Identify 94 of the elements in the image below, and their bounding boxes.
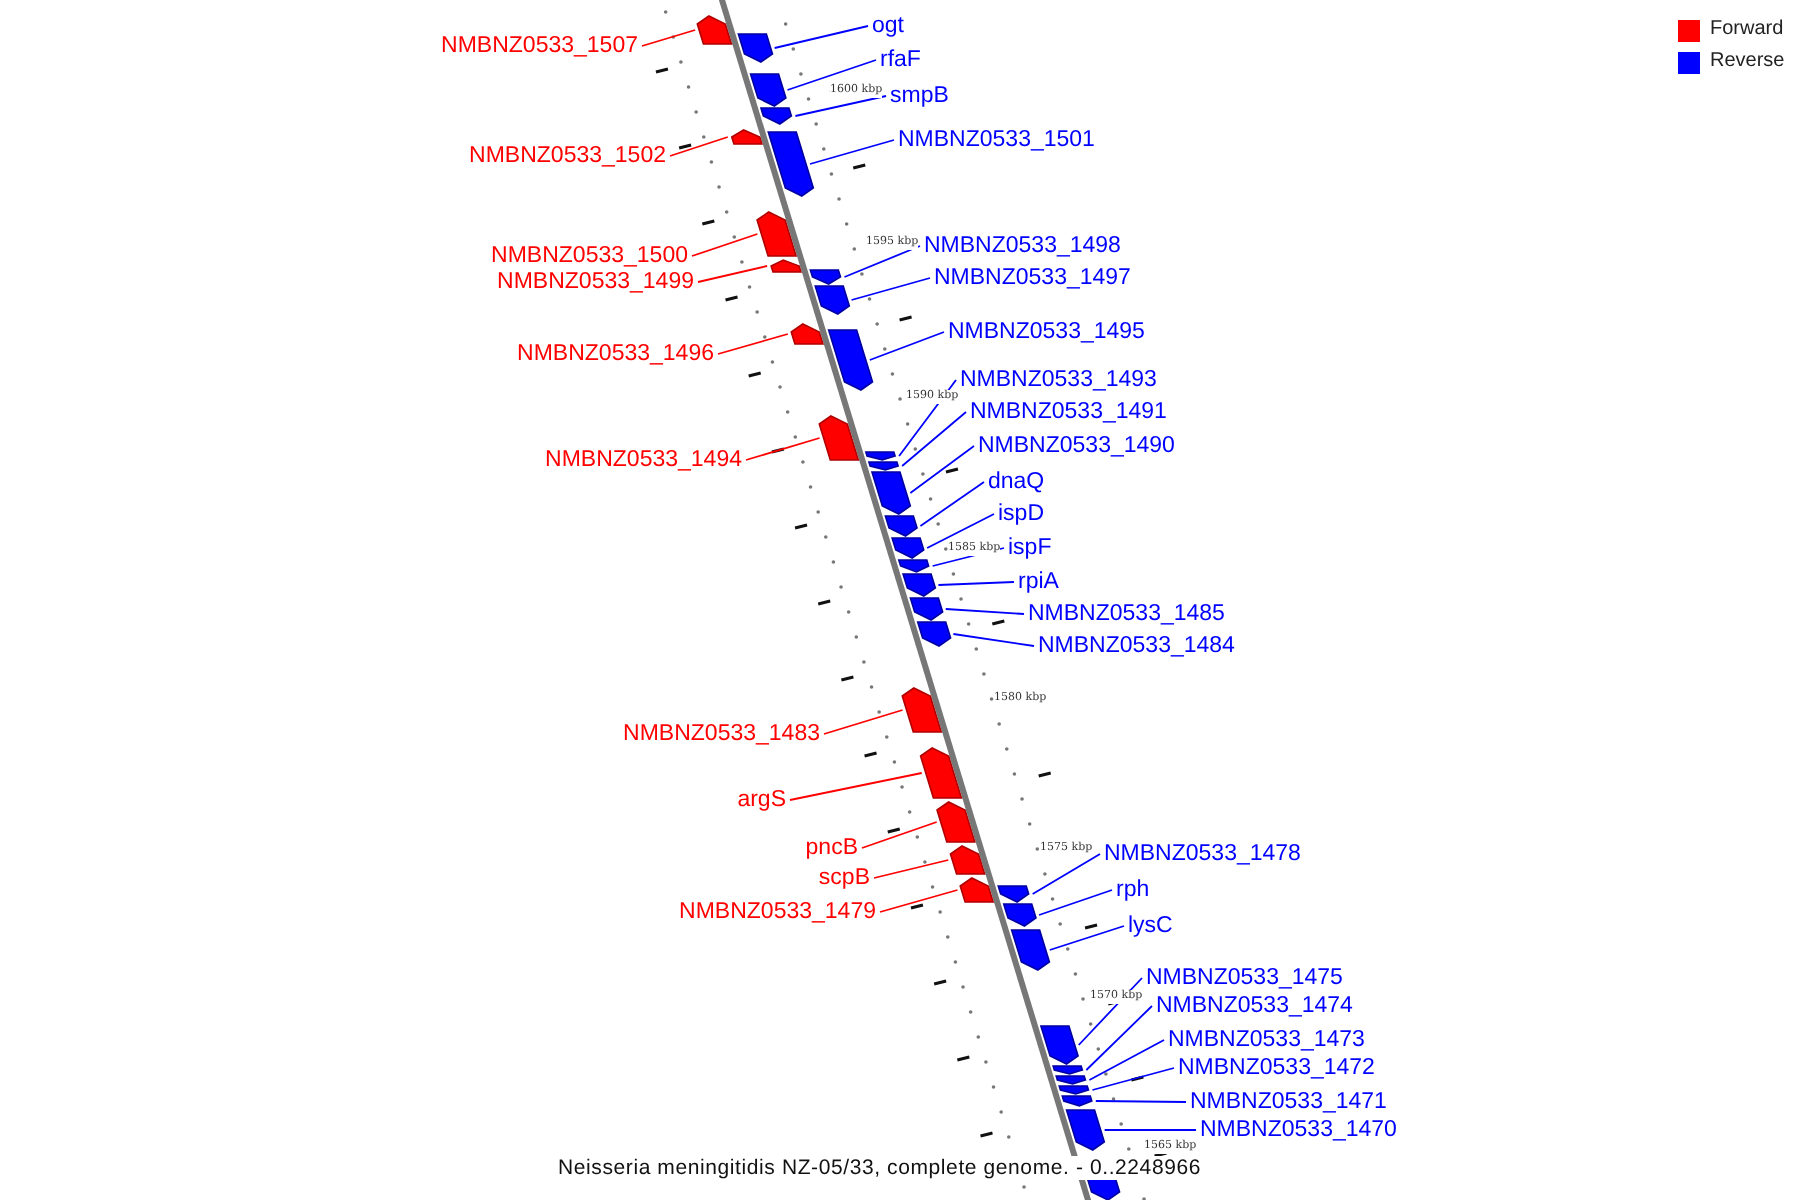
gene-block xyxy=(1058,1085,1090,1095)
leader-line xyxy=(794,95,887,117)
gene-label: NMBNZ0533_1497 xyxy=(934,265,1131,291)
gene-label: NMBNZ0533_1475 xyxy=(1146,965,1343,991)
gene-label: NMBNZ0533_1501 xyxy=(898,127,1095,153)
legend-label: Reverse xyxy=(1710,50,1785,74)
gene-block xyxy=(1055,1075,1087,1085)
gene-block xyxy=(1002,903,1037,927)
gene-block xyxy=(902,573,937,597)
gene-block xyxy=(767,131,815,197)
leader-line xyxy=(1088,1039,1165,1081)
gene-label: NMBNZ0533_1502 xyxy=(469,143,666,169)
leader-line xyxy=(1031,853,1101,895)
leader-line xyxy=(1103,1129,1197,1131)
gene-label: NMBNZ0533_1471 xyxy=(1190,1089,1387,1115)
leader-line xyxy=(691,233,759,257)
gene-block xyxy=(997,885,1030,903)
gene-block xyxy=(936,801,976,843)
leader-line xyxy=(786,59,877,91)
gene-label: NMBNZ0533_1472 xyxy=(1178,1055,1375,1081)
gene-label: ispD xyxy=(998,501,1045,527)
gene-block xyxy=(696,15,733,45)
leader-line xyxy=(843,245,921,278)
gene-label: NMBNZ0533_1485 xyxy=(1028,601,1225,627)
gene-block xyxy=(919,747,963,799)
gene-label: NMBNZ0533_1500 xyxy=(491,243,688,269)
gene-label: ispF xyxy=(1008,535,1052,561)
gene-label: argS xyxy=(737,787,786,813)
leader-line xyxy=(901,411,967,467)
gene-label: NMBNZ0533_1494 xyxy=(545,447,742,473)
gene-label: rph xyxy=(1116,877,1150,903)
leader-line xyxy=(868,331,945,361)
gene-label: NMBNZ0533_1499 xyxy=(497,269,694,295)
gene-label: NMBNZ0533_1490 xyxy=(978,433,1175,459)
leader-line xyxy=(823,709,904,735)
leader-line xyxy=(745,437,821,461)
leader-line xyxy=(809,139,895,165)
legend-label: Forward xyxy=(1710,18,1784,42)
gene-label: NMBNZ0533_1507 xyxy=(441,33,638,59)
leader-line xyxy=(641,29,697,47)
leader-line xyxy=(773,25,869,49)
gene-block xyxy=(864,451,897,461)
leader-line xyxy=(1091,1067,1175,1091)
gene-label: dnaQ xyxy=(988,469,1045,495)
leader-line xyxy=(669,136,729,157)
leader-line xyxy=(717,333,789,355)
leader-line xyxy=(1094,1100,1187,1103)
gene-block xyxy=(959,877,995,903)
gene-label: scpB xyxy=(818,865,870,891)
gene-block xyxy=(949,845,986,875)
leader-line xyxy=(1085,1005,1153,1071)
leader-line xyxy=(937,581,1015,586)
gene-label: NMBNZ0533_1496 xyxy=(517,341,714,367)
leader-line xyxy=(873,859,950,879)
gene-label: NMBNZ0533_1498 xyxy=(924,233,1121,259)
gene-block xyxy=(901,687,943,733)
gene-label: rfaF xyxy=(880,47,921,73)
leader-line xyxy=(926,513,995,549)
leader-line xyxy=(909,445,975,494)
gene-label: lysC xyxy=(1128,913,1173,939)
gene-label: NMBNZ0533_1478 xyxy=(1104,841,1301,867)
leader-line xyxy=(952,633,1035,647)
gene-label: NMBNZ0533_1474 xyxy=(1156,993,1353,1019)
gene-block xyxy=(790,323,824,345)
gene-block xyxy=(909,597,944,621)
gene-label: NMBNZ0533_1495 xyxy=(948,319,1145,345)
leader-line xyxy=(697,265,769,283)
gene-block xyxy=(730,129,763,145)
caption: Neisseria meningitidis NZ-05/33, complete genome. - 0..2248966 xyxy=(554,1156,1206,1180)
gene-label: rpiA xyxy=(1018,569,1059,595)
gene-label: NMBNZ0533_1493 xyxy=(960,367,1157,393)
gene-block xyxy=(827,329,874,391)
gene-block xyxy=(737,33,774,63)
gene-label: NMBNZ0533_1473 xyxy=(1168,1027,1365,1053)
gene-label: ogt xyxy=(872,13,904,39)
gene-block xyxy=(916,621,952,647)
leader-line xyxy=(789,772,923,801)
leader-line xyxy=(879,889,959,913)
leader-line xyxy=(1038,889,1113,916)
gene-label: NMBNZ0533_1479 xyxy=(679,899,876,925)
gene-label: NMBNZ0533_1483 xyxy=(623,721,820,747)
gene-block xyxy=(891,537,925,559)
gene-label: NMBNZ0533_1470 xyxy=(1200,1117,1397,1143)
gene-block xyxy=(818,415,860,461)
gene-block xyxy=(897,559,930,573)
leader-line xyxy=(861,821,938,849)
leader-line xyxy=(919,481,985,527)
gene-label: NMBNZ0533_1491 xyxy=(970,399,1167,425)
leader-line xyxy=(850,277,931,301)
gene-label: NMBNZ0533_1484 xyxy=(1038,633,1235,659)
leader-line xyxy=(1048,925,1125,951)
gene-label: pncB xyxy=(805,835,858,861)
gene-label: smpB xyxy=(890,83,949,109)
leader-line xyxy=(944,608,1025,615)
